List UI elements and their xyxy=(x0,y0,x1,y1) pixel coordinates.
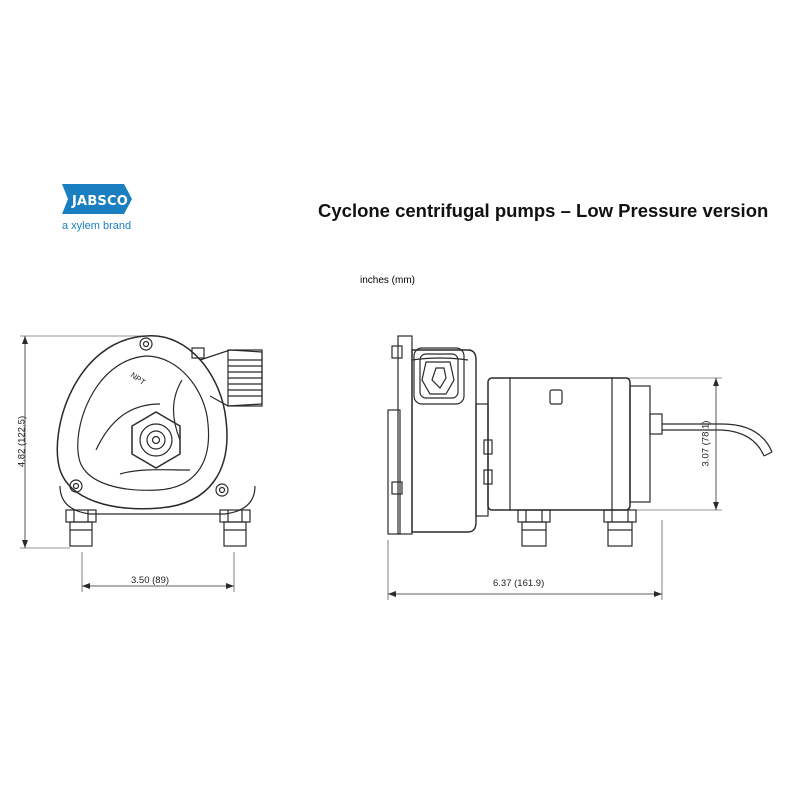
front-height-dimension: 4.82 (122.5) xyxy=(16,415,28,468)
front-width-dimension: 3.50 (89) xyxy=(131,575,170,586)
brand-tagline: a xylem brand xyxy=(62,220,132,232)
jabsco-logo: JABSCO a xylem brand xyxy=(56,178,146,238)
npt-label: NPT xyxy=(129,370,147,387)
badge-shape xyxy=(62,184,132,214)
side-length-dimension: 6.37 (161.9) xyxy=(493,578,545,589)
side-foot-rear xyxy=(603,509,637,547)
side-view xyxy=(387,335,773,600)
units-note: inches (mm) xyxy=(360,275,416,286)
brand-name: JABSCO xyxy=(72,194,128,209)
brand-badge: JABSCO xyxy=(62,184,132,214)
motor-height-dimension: 3.07 (78.1) xyxy=(700,420,712,467)
front-foot-right xyxy=(219,509,251,547)
page-title: Cyclone centrifugal pumps – Low Pressure… xyxy=(318,200,769,221)
front-foot-left xyxy=(65,509,97,547)
side-foot-front xyxy=(517,509,551,547)
front-view xyxy=(20,335,263,592)
